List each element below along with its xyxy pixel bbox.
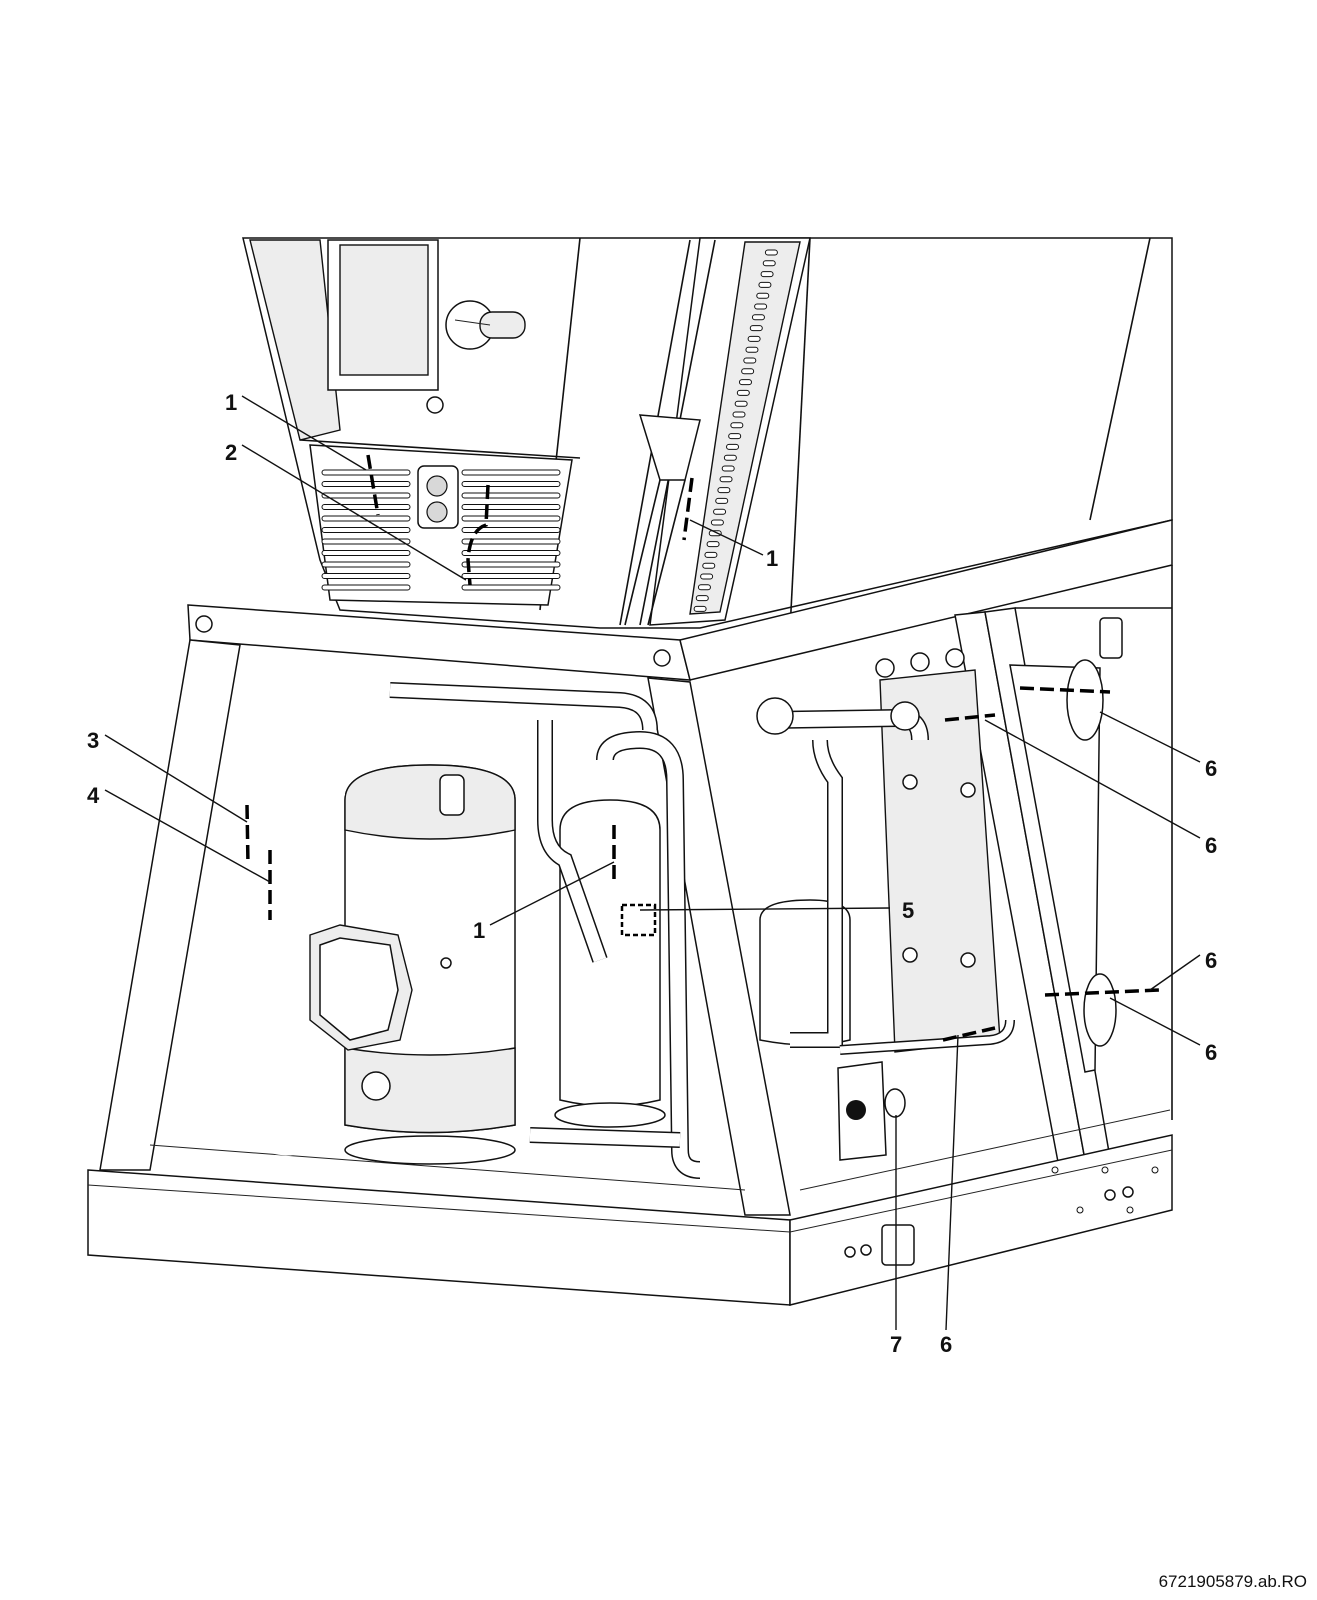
fin-slot: [708, 530, 722, 537]
louvre-slot: [321, 584, 411, 591]
callout-6c: 6: [1205, 948, 1217, 973]
callout-2: 2: [225, 440, 237, 465]
louvre-slot: [461, 469, 561, 476]
fin-slot: [754, 303, 768, 310]
fin-slot: [726, 443, 740, 450]
fin-slot: [704, 551, 718, 558]
callout-6e: 6: [940, 1332, 952, 1357]
fin-slot: [738, 379, 752, 386]
fin-slot: [751, 314, 765, 321]
fin-slot: [702, 562, 716, 569]
bolt-hole: [1151, 1166, 1159, 1174]
fin-slot: [762, 260, 776, 267]
fin-slot: [747, 335, 761, 342]
louvre-slot: [321, 527, 411, 533]
fin-slot: [719, 476, 733, 483]
fin-slot: [760, 271, 774, 278]
fin-slot: [745, 346, 759, 353]
louvre-slot: [461, 515, 561, 522]
leader-lines: [104, 395, 1201, 1331]
callout-1a: 1: [225, 390, 237, 415]
fin-slot: [758, 281, 772, 288]
louvre-slot: [461, 538, 561, 545]
louvre-slot: [321, 492, 411, 499]
fin-slot: [700, 573, 714, 580]
fin-slot: [723, 454, 737, 461]
fin-slot: [715, 497, 729, 504]
fin-slot: [710, 519, 724, 526]
sensors: [245, 454, 1161, 1042]
fin-slot: [697, 584, 711, 591]
louvre-slot: [321, 538, 411, 545]
fin-slot: [734, 400, 748, 407]
document-id: 6721905879.ab.RO: [1158, 1572, 1307, 1591]
bolt-hole: [1051, 1166, 1059, 1174]
fin-slot: [717, 487, 731, 494]
fin-slot: [713, 508, 727, 515]
bolt-hole: [1126, 1206, 1134, 1214]
fin-slot: [736, 389, 750, 396]
louvre-slot: [321, 515, 411, 522]
louvre-slot: [461, 481, 561, 487]
callout-6a: 6: [1205, 756, 1217, 781]
refrigerant-piping: [210, 682, 1015, 1179]
louvre-slot: [461, 492, 561, 499]
fin-slot: [693, 605, 707, 612]
callout-1c: 1: [473, 918, 485, 943]
louvre-slot: [461, 504, 561, 510]
compressor-left: [309, 764, 516, 1165]
main-switch-knob: [445, 300, 526, 350]
fin-slot: [721, 465, 735, 472]
callout-1b: 1: [766, 546, 778, 571]
fin-slot: [706, 541, 720, 548]
vent-grille: [309, 444, 573, 606]
louvre-slot: [321, 481, 411, 487]
louvre-slot: [321, 573, 411, 579]
fin-slot: [764, 249, 778, 256]
fin-slot: [695, 595, 709, 602]
callout-3: 3: [87, 728, 99, 753]
fin-slot: [728, 433, 742, 440]
condenser-coil: [619, 237, 811, 626]
louvre-slot: [461, 550, 561, 556]
callout-6d: 6: [1205, 1040, 1217, 1065]
louvre-slot: [461, 584, 561, 591]
bolt-hole: [1076, 1206, 1084, 1214]
fin-slot: [730, 422, 744, 429]
fin-slot: [756, 292, 770, 299]
callout-4: 4: [87, 783, 100, 808]
callout-7: 7: [890, 1332, 902, 1357]
bolt-hole: [1101, 1166, 1109, 1174]
fin-slot: [743, 357, 757, 364]
louvre-slot: [461, 527, 561, 533]
fin-slot: [732, 411, 746, 418]
callout-labels: 1 2 1 3 4 1 5 6 6 6 6 7 6: [87, 390, 1217, 1357]
callout-6b: 6: [1205, 833, 1217, 858]
louvre-slot: [461, 561, 561, 568]
louvre-slot: [321, 504, 411, 510]
plate-heat-exchanger: [875, 617, 1123, 1073]
louvre-slot: [321, 561, 411, 568]
louvre-slot: [321, 469, 411, 476]
callout-5: 5: [902, 898, 914, 923]
louvre-slot: [321, 550, 411, 556]
pump-unit: [837, 1061, 906, 1161]
fin-slot: [741, 368, 755, 375]
fin-slot: [749, 325, 763, 332]
louvre-slot: [461, 573, 561, 579]
